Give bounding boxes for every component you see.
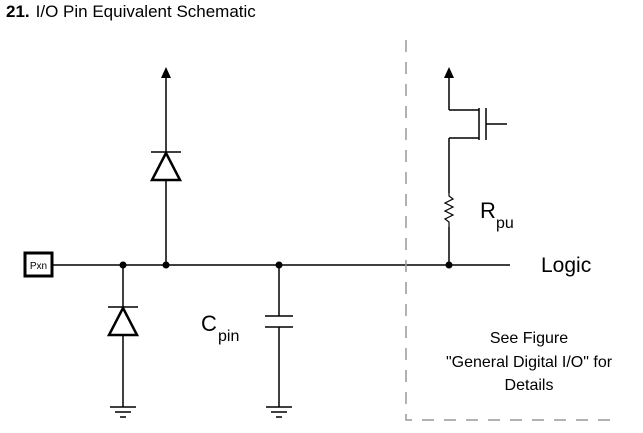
pin-label: Pxn	[30, 261, 47, 272]
capacitor-subscript: pin	[218, 328, 239, 345]
pullup-transistor	[478, 108, 507, 140]
resistor-rpu	[443, 193, 455, 227]
figure-number: 21.	[6, 2, 30, 21]
note-line-3: Details	[505, 377, 554, 394]
vcc-arrow-icon	[161, 67, 171, 78]
vcc-arrow-icon	[444, 67, 454, 78]
capacitor-label: C	[201, 311, 217, 336]
note-line-2: "General Digital I/O" for	[446, 354, 613, 371]
upper-diode	[149, 150, 183, 182]
junction-dot	[445, 261, 453, 269]
ground-icon	[110, 406, 136, 418]
pin-pxn: Pxn	[23, 251, 54, 278]
logic-label: Logic	[541, 254, 591, 277]
resistor-subscript: pu	[496, 215, 514, 232]
junction-dot	[275, 261, 283, 269]
logic-boundary-dashed	[405, 40, 620, 421]
junction-dot	[119, 261, 127, 269]
pin-box	[23, 251, 54, 278]
resistor-label: R	[480, 198, 496, 223]
figure-title: 21. I/O Pin Equivalent Schematic	[6, 2, 256, 22]
junction-dot	[162, 261, 170, 269]
lower-diode	[106, 305, 140, 337]
figure-title-text: I/O Pin Equivalent Schematic	[35, 2, 256, 21]
ground-icon	[266, 406, 292, 418]
note-line-1: See Figure	[490, 330, 568, 347]
capacitor-cpin	[265, 315, 293, 328]
